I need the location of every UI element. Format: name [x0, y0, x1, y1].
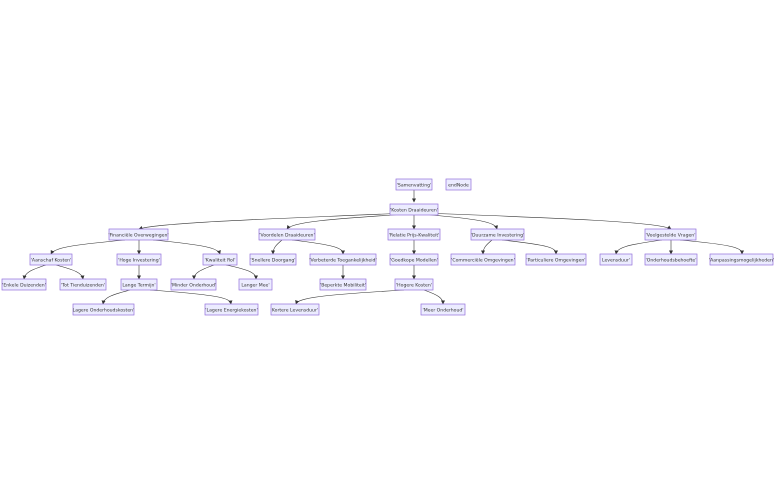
node-high-investment[interactable]: 'Hoge Investering' [116, 253, 162, 266]
node-accessibility-label: 'Verbeterde Toegankelijkheid' [309, 258, 376, 264]
node-smooth-passage-label: 'Snellere Doorgang' [250, 258, 295, 264]
nodes: 'Samenvatting' endNode 'Kosten Draaideur… [1, 178, 774, 316]
node-maintenance-need-label: 'Onderhoudsbehoefte' [646, 258, 697, 264]
edge-higher-shorter [295, 289, 405, 305]
edge-purchase-tens [55, 264, 85, 280]
node-root-label: 'Kosten Draaideuren' [390, 208, 438, 214]
node-smooth-passage[interactable]: 'Snellere Doorgang' [249, 253, 297, 266]
node-summary[interactable]: 'Samenvatting' [395, 178, 433, 191]
edge-advantages-accessibility [291, 239, 345, 255]
node-lower-energy-costs[interactable]: 'Lagere Energiekosten' [204, 303, 259, 316]
node-commercial[interactable]: 'Commerciële Omgevingen' [450, 253, 516, 266]
node-more-maintenance-label: 'Meer Onderhoud' [422, 308, 463, 314]
node-long-term-label: Lange Termijn' [122, 283, 155, 289]
node-lifespan-label: Levensduur' [602, 258, 630, 264]
node-limited-mobility-label: 'Beperkte Mobiliteit' [320, 283, 366, 289]
node-lower-energy-costs-label: 'Lagere Energiekosten' [205, 308, 257, 314]
node-shorter-lifespan[interactable]: Kortere Levensduur' [270, 303, 320, 316]
edge-roi-lasts-longer [225, 264, 258, 280]
node-more-maintenance[interactable]: 'Meer Onderhoud' [420, 303, 466, 316]
node-lower-maintenance-costs[interactable]: Lagere Onderhoudskosten' [73, 303, 135, 316]
edge-roi-less-maintenance [192, 264, 215, 280]
node-purchase-cost-label: 'Aanschaf Kosten' [31, 258, 72, 264]
node-less-maintenance-label: 'Minder Onderhoud' [171, 283, 216, 289]
node-quality-roi-label: 'Kwaliteit RoI' [205, 258, 236, 264]
node-adjust-options-label: 'Aanpassingsmogelijkheden' [709, 258, 774, 264]
node-endnode-label: endNode [448, 183, 469, 189]
edge-root-advantages [286, 213, 409, 230]
node-thousands-label: 'Enkele Duizenden' [2, 283, 46, 289]
edge-longterm-lower-maintenance [101, 289, 131, 305]
node-thousands[interactable]: 'Enkele Duizenden' [1, 278, 47, 291]
node-residential[interactable]: 'Particuliere Omgevingen' [525, 253, 587, 266]
node-tens-thousands-label: 'Tot Tienduizenden' [61, 283, 105, 289]
edge-financial-purchase [50, 239, 126, 255]
node-advantages-label: 'Voordelen Draaideuren' [259, 233, 314, 239]
node-cheap-models-label: 'Goedkope Modellen' [390, 258, 438, 264]
node-residential-label: 'Particuliere Omgevingen' [526, 258, 585, 264]
node-quality-roi[interactable]: 'Kwaliteit RoI' [202, 253, 238, 266]
edge-root-faq [421, 212, 672, 230]
edge-faq-lifespan [614, 239, 663, 255]
node-tens-thousands[interactable]: 'Tot Tienduizenden' [59, 278, 107, 291]
node-lasts-longer-label: Langer Mee' [241, 283, 269, 289]
edge-advantages-passage [271, 239, 283, 255]
edge-longterm-lower-energy [149, 289, 233, 305]
node-sustainable-label: 'Duurzame Investering' [471, 233, 525, 239]
node-lower-maintenance-costs-label: Lagere Onderhoudskosten' [73, 308, 135, 314]
node-advantages[interactable]: 'Voordelen Draaideuren' [258, 228, 316, 241]
node-cheap-models[interactable]: 'Goedkope Modellen' [389, 253, 439, 266]
node-faq-label: 'Veelgestelde Vragen' [646, 233, 696, 239]
node-commercial-label: 'Commerciële Omgevingen' [451, 258, 515, 264]
node-high-investment-label: 'Hoge Investering' [118, 258, 160, 264]
node-adjust-options[interactable]: 'Aanpassingsmogelijkheden' [709, 253, 774, 266]
node-summary-label: 'Samenvatting' [397, 183, 432, 189]
edge-financial-roi [152, 239, 221, 255]
node-purchase-cost[interactable]: 'Aanschaf Kosten' [29, 253, 73, 266]
edge-faq-adjust [679, 239, 744, 255]
node-price-quality-label: 'Relatie Prijs-Kwaliteit' [389, 233, 440, 239]
node-accessibility[interactable]: 'Verbeterde Toegankelijkheid' [309, 253, 377, 266]
node-lifespan[interactable]: Levensduur' [599, 253, 633, 266]
node-endnode[interactable]: endNode [445, 178, 472, 191]
edge-root-financial [138, 212, 407, 230]
node-long-term[interactable]: Lange Termijn' [120, 278, 158, 291]
node-higher-costs-label: 'Hogere Kosten' [396, 283, 432, 289]
edge-sustainable-commercial [481, 239, 493, 255]
edge-purchase-thousands [22, 264, 47, 280]
node-shorter-lifespan-label: Kortere Levensduur' [272, 308, 318, 314]
node-root[interactable]: 'Kosten Draaideuren' [389, 203, 439, 216]
edge-root-sustainable [419, 213, 498, 230]
node-less-maintenance[interactable]: 'Minder Onderhoud' [170, 278, 217, 291]
edge-higher-more [423, 289, 445, 305]
node-sustainable[interactable]: 'Duurzame Investering' [470, 228, 525, 241]
edges [22, 190, 744, 305]
node-price-quality[interactable]: 'Relatie Prijs-Kwaliteit' [387, 228, 441, 241]
node-faq[interactable]: 'Veelgestelde Vragen' [644, 228, 697, 241]
node-maintenance-need[interactable]: 'Onderhoudsbehoefte' [644, 253, 698, 266]
node-financial-label: 'Financiële Overwegingen' [108, 233, 168, 239]
node-higher-costs[interactable]: 'Hogere Kosten' [394, 278, 434, 291]
node-limited-mobility[interactable]: 'Beperkte Mobiliteit' [319, 278, 367, 291]
node-lasts-longer[interactable]: Langer Mee' [238, 278, 273, 291]
edge-sustainable-residential [501, 239, 558, 255]
node-financial[interactable]: 'Financiële Overwegingen' [108, 228, 169, 241]
